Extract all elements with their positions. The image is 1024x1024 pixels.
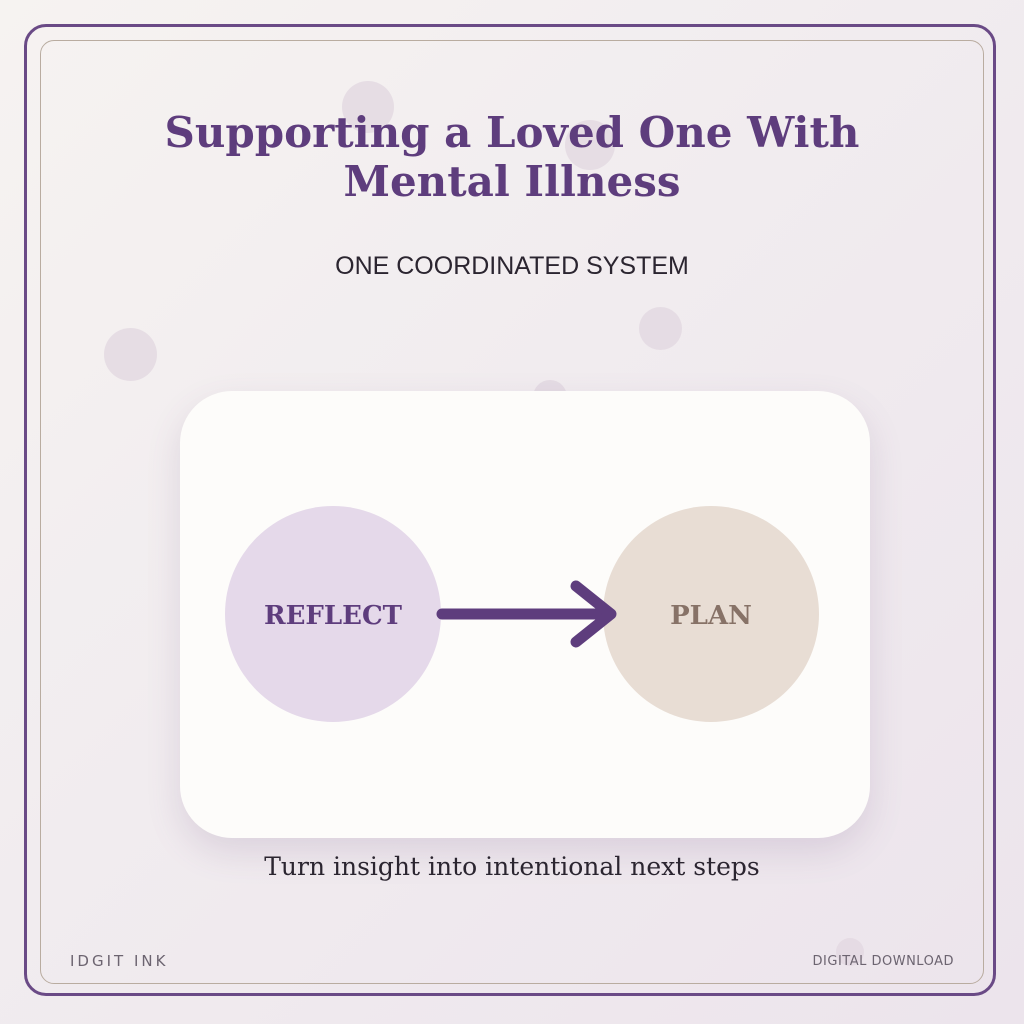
decor-dot	[639, 307, 682, 350]
page-title: Supporting a Loved One With Mental Illne…	[164, 108, 860, 206]
right-arrow-icon	[436, 580, 617, 648]
page-subtitle: ONE COORDINATED SYSTEM	[335, 252, 689, 280]
reflect-circle	[225, 506, 441, 722]
diagram-card: REFLECT PLAN	[180, 391, 870, 838]
plan-label: PLAN	[670, 601, 752, 631]
decor-dot	[342, 81, 394, 133]
diagram-caption: Turn insight into intentional next steps	[264, 852, 760, 881]
reflect-label: REFLECT	[264, 601, 403, 631]
brand-name: IDGIT INK	[70, 952, 169, 970]
inner-frame	[40, 40, 984, 984]
reflect-plan-diagram: REFLECT PLAN	[225, 506, 819, 722]
plan-circle	[603, 506, 819, 722]
digital-download-tag: DIGITAL DOWNLOAD	[812, 954, 954, 969]
decor-dot	[836, 938, 864, 966]
decor-dot	[104, 328, 157, 381]
outer-frame	[24, 24, 996, 996]
decor-dot	[565, 120, 615, 170]
